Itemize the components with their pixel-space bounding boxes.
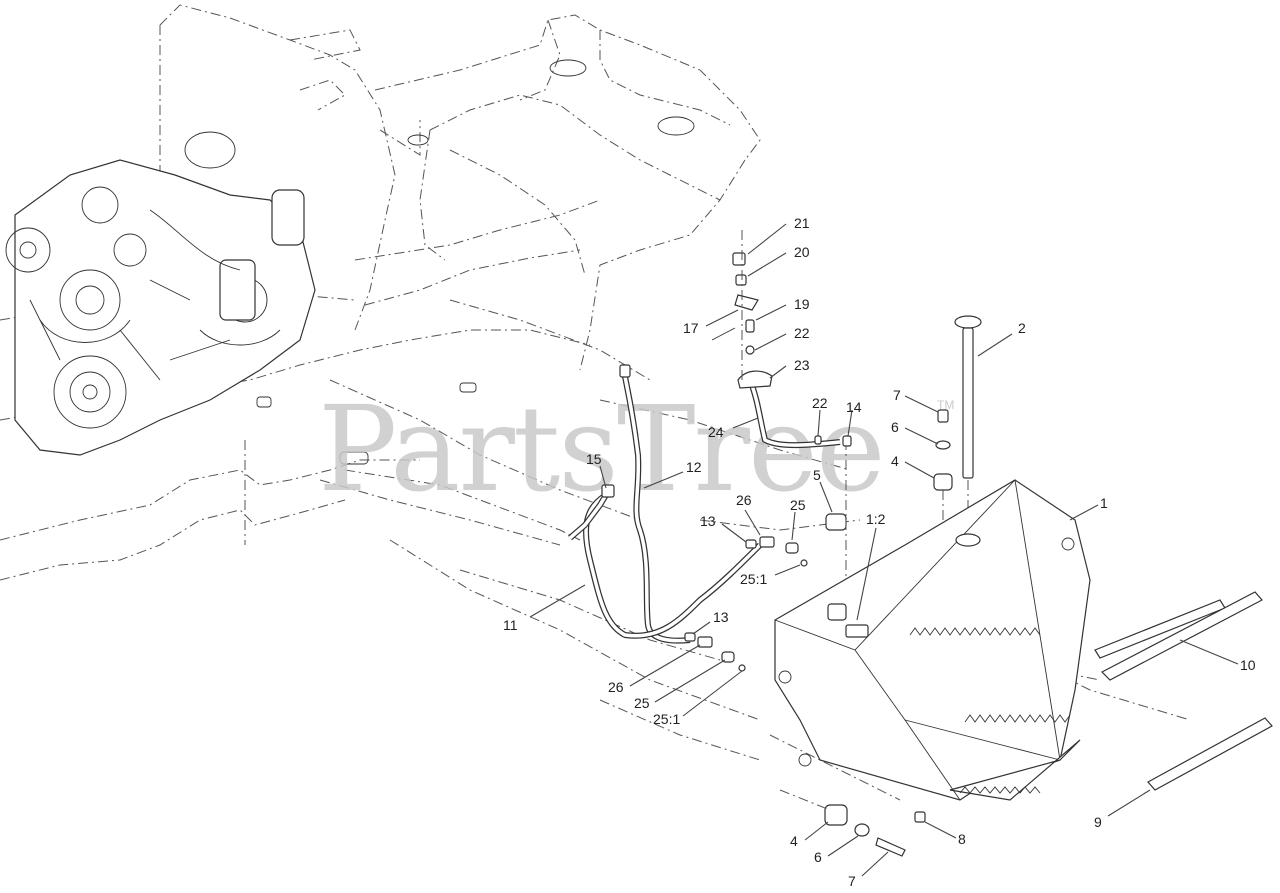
vent-fittings [711, 230, 773, 389]
callout-4-upper[interactable]: 4 [891, 453, 899, 469]
callout-13-lower[interactable]: 13 [713, 609, 729, 625]
callout-19[interactable]: 19 [794, 296, 810, 312]
callout-20[interactable]: 20 [794, 244, 810, 260]
callout-10[interactable]: 10 [1240, 657, 1256, 673]
callout-labels: 21 20 19 17 22 23 2 7 22 14 24 6 4 15 12… [503, 215, 1256, 889]
callout-26-lower[interactable]: 26 [608, 679, 624, 695]
callout-25-1-upper[interactable]: 25:1 [740, 571, 767, 587]
callout-25-1-lower[interactable]: 25:1 [653, 711, 680, 727]
foam-strips [1094, 591, 1273, 791]
callout-6-upper[interactable]: 6 [891, 419, 899, 435]
fittings [684, 435, 852, 672]
callout-4-lower[interactable]: 4 [790, 833, 798, 849]
callout-7-lower[interactable]: 7 [848, 873, 856, 889]
callout-8[interactable]: 8 [958, 831, 966, 847]
callout-6-lower[interactable]: 6 [814, 849, 822, 865]
hoses [568, 364, 841, 644]
callout-22-upper[interactable]: 22 [794, 325, 810, 341]
engine-assembly [5, 131, 316, 456]
callout-26-upper[interactable]: 26 [736, 492, 752, 508]
callout-23[interactable]: 23 [794, 357, 810, 373]
callout-1[interactable]: 1 [1100, 495, 1108, 511]
callout-15[interactable]: 15 [586, 451, 602, 467]
callout-22-lower[interactable]: 22 [812, 395, 828, 411]
callout-7-upper[interactable]: 7 [893, 387, 901, 403]
leader-lines [529, 223, 1239, 877]
callout-24[interactable]: 24 [708, 424, 724, 440]
callout-11[interactable]: 11 [503, 617, 518, 633]
callout-12[interactable]: 12 [686, 459, 702, 475]
callout-25-upper[interactable]: 25 [790, 497, 806, 513]
callout-21[interactable]: 21 [794, 215, 810, 231]
callout-17[interactable]: 17 [683, 320, 699, 336]
callout-25-lower[interactable]: 25 [634, 695, 650, 711]
mount-hardware [779, 789, 906, 857]
callout-5[interactable]: 5 [813, 467, 821, 483]
fuel-tank [774, 479, 1091, 823]
callout-1-2[interactable]: 1:2 [866, 511, 886, 527]
callout-9[interactable]: 9 [1094, 814, 1102, 830]
callout-13-upper[interactable]: 13 [700, 513, 716, 529]
callout-14[interactable]: 14 [846, 399, 862, 415]
watermark-trademark: TM [937, 398, 954, 412]
fuel-sender [933, 315, 982, 585]
callout-2[interactable]: 2 [1018, 320, 1026, 336]
